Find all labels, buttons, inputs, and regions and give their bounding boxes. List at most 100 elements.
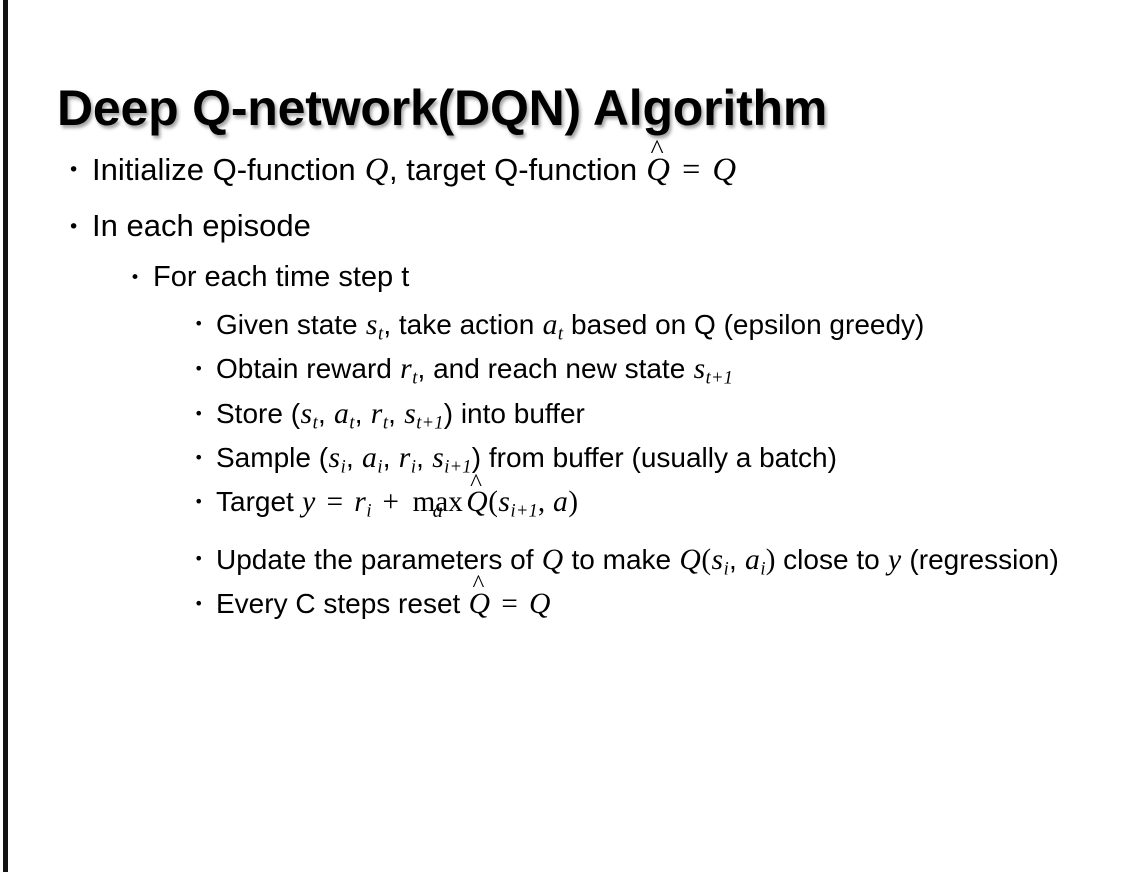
math-open-paren: ( — [488, 486, 498, 519]
text-sep1: , — [317, 397, 334, 429]
text-store-post: ) into buffer — [443, 397, 585, 429]
math-var-a: a — [552, 486, 568, 519]
math-max-label: max — [412, 486, 463, 519]
math-var-s1: s — [328, 442, 341, 475]
math-var-q-hat-base: Q — [466, 486, 488, 519]
math-var-q-hat: ^Q — [646, 136, 671, 193]
math-var-q: Q — [364, 152, 389, 188]
math-var-s1: s — [300, 397, 313, 430]
hat-accent-icon: ^ — [472, 571, 485, 599]
math-var-r: r — [354, 486, 366, 519]
bullet-dot-icon: • — [130, 267, 141, 288]
math-var-q-hat-base: Q — [468, 587, 491, 620]
text-update-mid: to make — [563, 543, 679, 575]
math-close-paren: ) — [765, 543, 776, 576]
list-item-text: Obtain reward rt, and reach new state st… — [216, 349, 1124, 391]
text-every-pre: Every C steps reset — [216, 587, 469, 619]
list-item-text: Update the parameters of Q to make Q(si,… — [216, 539, 1124, 582]
text-store-pre: Store ( — [216, 397, 301, 429]
list-item-text: Sample (si, ai, ri, si+1) from buffer (u… — [216, 438, 1124, 480]
math-var-s: s — [365, 309, 378, 342]
text-sample-pre: Sample ( — [216, 442, 329, 474]
bullet-dot-icon: • — [68, 159, 80, 181]
math-equals: = — [501, 587, 518, 620]
math-close-paren: ) — [568, 486, 579, 519]
list-item-in-each-episode: • In each episode — [0, 205, 1124, 246]
bullet-dot-icon: • — [194, 403, 204, 423]
text-given-mid: , take action — [383, 309, 543, 341]
list-item-for-each-time-step: • For each time step t — [0, 258, 1124, 297]
math-sub-s2: t+1 — [416, 412, 444, 433]
list-item-text: For each time step t — [153, 260, 410, 293]
math-var-q-hat-base: Q — [646, 152, 670, 188]
list-item-sample: • Sample (si, ai, ri, si+1) from buffer … — [0, 438, 1124, 480]
math-var-s: s — [711, 543, 724, 576]
math-max-limit: a — [432, 500, 443, 523]
math-var-r1: r — [370, 397, 383, 430]
list-item-text: In each episode — [92, 207, 311, 243]
list-item-initialize: • Initialize Q-function Q, target Q-func… — [0, 136, 1124, 193]
math-var-q1: Q — [541, 543, 564, 576]
math-var-y: y — [302, 486, 316, 519]
text-target-pre: Target — [216, 486, 302, 518]
hat-accent-icon: ^ — [650, 134, 664, 166]
math-sub-r1: t — [382, 412, 389, 433]
math-var-q2: Q — [679, 543, 701, 576]
math-var-q2: Q — [712, 152, 737, 188]
math-var-a1: a — [334, 397, 349, 430]
text-sep: , — [728, 543, 745, 575]
list-item-store: • Store (st, at, rt, st+1) into buffer — [0, 394, 1124, 436]
list-item-given-state: • Given state st, take action at based o… — [0, 304, 1124, 347]
text-sep2: , — [354, 397, 371, 429]
bullet-dot-icon: • — [194, 314, 204, 334]
text-sample-post: ) from buffer (usually a batch) — [471, 442, 837, 474]
left-edge-border — [3, 0, 8, 872]
list-item-text: Initialize Q-function Q, target Q-functi… — [92, 136, 1052, 193]
math-var-r1: r — [398, 442, 411, 475]
math-var-q-hat: ^Q — [468, 572, 491, 626]
math-plus: + — [382, 486, 399, 519]
math-var-r: r — [400, 353, 412, 386]
math-var-q: Q — [529, 587, 551, 620]
text-given-post: based on Q (epsilon greedy) — [563, 309, 925, 341]
hat-accent-icon: ^ — [470, 469, 482, 497]
bullet-dot-icon: • — [194, 593, 204, 613]
bullet-dot-icon: • — [194, 548, 204, 568]
math-var-s2: s — [404, 397, 416, 430]
bullet-dot-icon: • — [194, 492, 204, 512]
list-item-text: Every C steps reset ^Q = Q — [216, 572, 1124, 626]
page-title: Deep Q-network(DQN) Algorithm — [57, 79, 828, 136]
math-open-paren: ( — [701, 543, 712, 576]
math-sub-i: i — [723, 558, 729, 579]
text-obtain-mid: , and reach new state — [417, 353, 694, 385]
math-sub-t2: t — [557, 324, 564, 344]
math-sub-a1: t — [349, 412, 355, 433]
text-initialize-mid: , target Q-function — [388, 152, 646, 187]
math-sub-r1: i — [410, 456, 417, 477]
text-sep1: , — [345, 442, 362, 474]
bullet-dot-icon: • — [194, 448, 204, 468]
math-var-s: s — [693, 353, 706, 386]
math-sub-s2: i+1 — [444, 456, 472, 477]
list-item-update: • Update the parameters of Q to make Q(s… — [0, 539, 1124, 582]
math-sub-t: t — [377, 324, 384, 344]
math-equals: = — [682, 151, 701, 187]
text-given-pre: Given state — [216, 309, 366, 341]
math-sub-t-plus-1: t+1 — [705, 367, 734, 388]
bullet-dot-icon: • — [68, 215, 80, 238]
list-item-every-c-steps: • Every C steps reset ^Q = Q — [0, 572, 1124, 626]
math-sub-s1: t — [312, 412, 318, 433]
math-sub-i: i — [366, 500, 372, 521]
math-equals: = — [326, 486, 343, 519]
text-initialize-pre: Initialize Q-function — [92, 152, 365, 187]
math-sub-t: t — [412, 367, 418, 388]
math-var-y: y — [887, 543, 902, 576]
math-var-a1: a — [362, 442, 377, 475]
text-update-post1: close to — [775, 543, 888, 575]
math-var-q-hat: ^Q — [466, 471, 488, 524]
list-item-obtain-reward: • Obtain reward rt, and reach new state … — [0, 349, 1124, 391]
math-sub-i-plus-1: i+1 — [510, 500, 538, 521]
